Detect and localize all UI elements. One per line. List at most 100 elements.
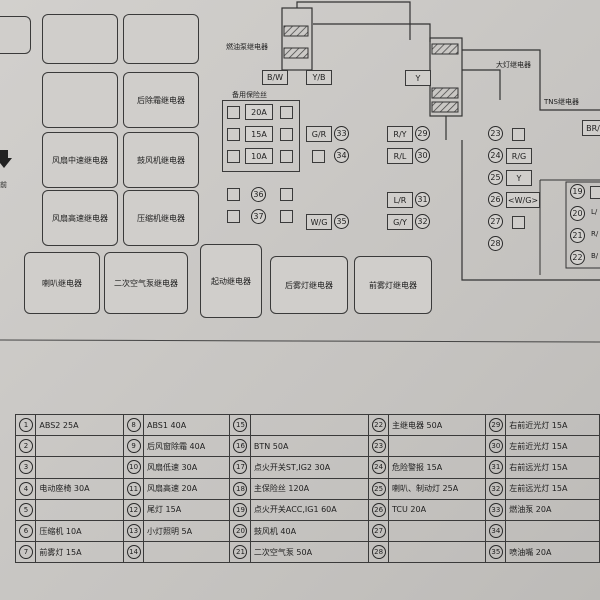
fuse-number: 23 [371, 439, 386, 454]
fuse-number-cell: 22 [367, 413, 390, 437]
fuse-number: 14 [126, 545, 141, 560]
wire-yb: Y/B [306, 70, 332, 85]
fuse-number: 11 [126, 481, 141, 496]
fuse-number-cell: 33 [484, 498, 507, 521]
fuse-number: 30 [488, 439, 503, 454]
fuse-number-cell: 2 [14, 435, 37, 458]
unlabeled-relay-corner [0, 16, 31, 54]
fuse-number-cell: 20 [229, 519, 251, 543]
fuse-rating-cell [35, 498, 124, 521]
fuse-27-box [512, 216, 525, 229]
fuse-number: 19 [233, 502, 248, 517]
fuse-32-number: 32 [415, 214, 430, 229]
fuse-number-cell: 32 [484, 477, 507, 500]
wire-ry: R/Y [387, 126, 413, 142]
tns-relay-label: TNS继电器 [544, 98, 579, 106]
spare-fuse-20a: 20A [245, 104, 273, 120]
fuse-number-cell: 1 [14, 413, 37, 437]
fuse-rating-cell: 主保险丝 120A [249, 477, 369, 500]
relay-secondary-air: 二次空气泵继电器 [104, 252, 188, 314]
fuse-number-cell: 25 [367, 477, 390, 500]
fuse-number-cell: 21 [229, 541, 251, 564]
fuse-number: 9 [126, 439, 141, 454]
spare-fuses-title: 备用保险丝 [232, 91, 267, 99]
fuse-23-number: 23 [488, 126, 503, 141]
fuse-number: 31 [488, 460, 503, 475]
wire-l-partial: L/ [591, 208, 598, 216]
fuse-number-cell: 7 [14, 541, 37, 564]
fuse-rating-cell: 后风窗除霜 40A [142, 435, 231, 458]
fuse-number-cell: 19 [229, 498, 251, 521]
fuse-number: 8 [126, 418, 141, 433]
fuse-number: 12 [126, 502, 141, 517]
fuse-number: 27 [371, 524, 386, 539]
spare-fuse-right-1 [280, 106, 293, 119]
fuse-rating-cell: 左前近光灯 15A [505, 435, 600, 458]
fuse-rating-cell: 前雾灯 15A [35, 541, 124, 564]
fuse-number: 32 [488, 481, 503, 496]
fuse-37-left [227, 210, 240, 223]
fuse-number: 17 [233, 460, 248, 475]
headlamp-relay-label: 大灯继电器 [496, 61, 531, 69]
fuse-37-right [280, 210, 293, 223]
fuse-number: 4 [19, 481, 33, 496]
fuse-rating-cell: 主继电器 50A [388, 413, 486, 437]
fuse-24-number: 24 [488, 148, 503, 163]
wire-gr: G/R [306, 126, 332, 142]
fuse-number-cell: 35 [484, 541, 507, 564]
fuse-number-cell: 6 [14, 519, 37, 543]
relay-defrost: 后除霜继电器 [123, 72, 199, 128]
fuse-number-cell: 14 [122, 541, 144, 564]
fuse-rating-cell: 风扇低速 30A [142, 456, 231, 479]
fuse-rating-cell: 小灯照明 5A [142, 519, 231, 543]
fuse-number-cell: 30 [484, 435, 507, 458]
fuse-number-cell: 3 [14, 456, 37, 479]
fuse-number-cell: 34 [484, 519, 507, 543]
fuse-number-cell: 31 [484, 456, 507, 479]
relay-front-fog: 前雾灯继电器 [354, 256, 432, 314]
fuse-rating-cell: 风扇高速 20A [142, 477, 231, 500]
fuse-number: 34 [488, 524, 503, 539]
fuse-29-number: 29 [415, 126, 430, 141]
fuse-36-left [227, 188, 240, 201]
fuel-pump-relay-label: 燃油泵继电器 [226, 43, 268, 51]
fuse-rating-cell: ABS1 40A [142, 413, 231, 437]
fuse-number: 2 [19, 439, 33, 454]
fuse-28-number: 28 [488, 236, 503, 251]
relay-horn: 喇叭继电器 [24, 252, 100, 314]
fuse-19-number: 19 [570, 184, 585, 199]
fuse-rating-cell [388, 435, 486, 458]
fuse-rating-cell [35, 435, 124, 458]
wire-y-top: Y [405, 70, 431, 86]
fuse-rating-cell: 二次空气泵 50A [249, 541, 369, 564]
fuse-number: 18 [233, 481, 248, 496]
fuse-number: 20 [233, 524, 248, 539]
fuse-rating-cell [388, 541, 486, 564]
wire-b-partial: B/ [591, 252, 599, 260]
fuse-number-cell: 24 [367, 456, 390, 479]
wire-gy: G/Y [387, 214, 413, 230]
fuse-36-right [280, 188, 293, 201]
wire-bw: B/W [262, 70, 288, 85]
fuse-number-cell: 8 [122, 413, 144, 437]
fuse-rating-cell [388, 519, 486, 543]
wire-br: BR/ [582, 120, 600, 136]
fuse-number: 15 [233, 418, 248, 433]
fuse-31-number: 31 [415, 192, 430, 207]
fuse-34-box [312, 150, 325, 163]
spare-fuse-left-2 [227, 128, 240, 141]
fuse-rating-cell: 尾灯 15A [142, 498, 231, 521]
fuse-number: 5 [19, 502, 33, 517]
wire-rg: R/G [506, 148, 532, 164]
fuse-rating-cell: 右前远光灯 15A [505, 456, 600, 479]
fuse-23-box [512, 128, 525, 141]
unlabeled-relay-b [123, 14, 199, 64]
fuse-number: 21 [233, 545, 248, 560]
unlabeled-relay-c [42, 72, 118, 128]
fuse-number-cell: 27 [367, 519, 390, 543]
wire-rl: R/L [387, 148, 413, 164]
